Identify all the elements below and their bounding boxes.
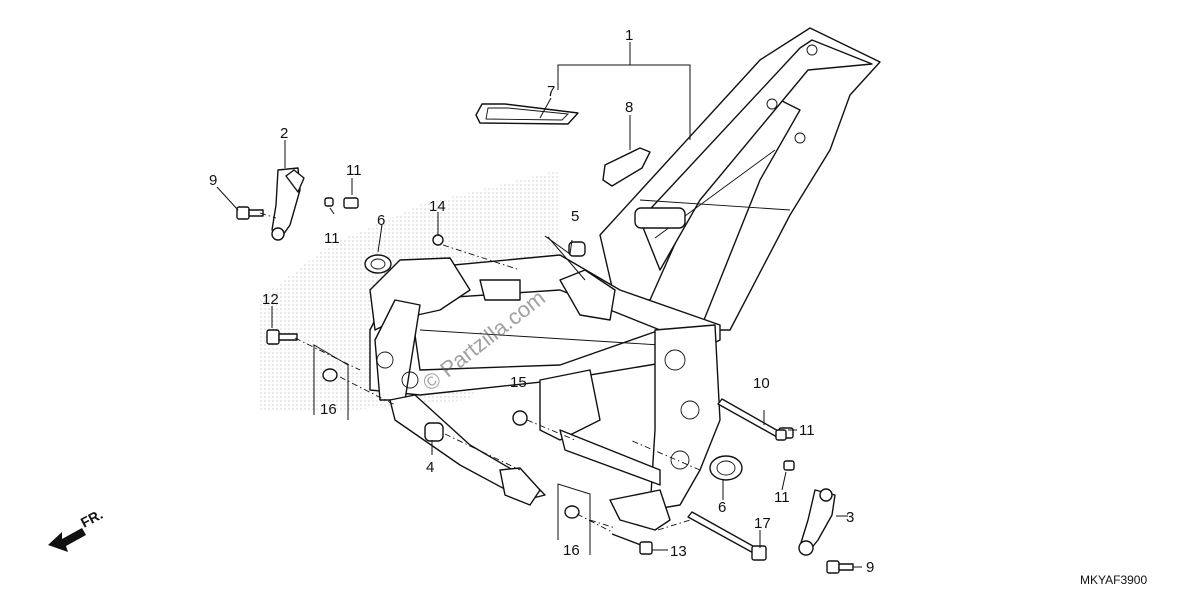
callout-11-a: 11: [346, 162, 362, 179]
bolt-part-9-right[interactable]: [826, 560, 854, 574]
bolt-part-12[interactable]: [266, 329, 298, 345]
bolt-part-10[interactable]: [717, 398, 787, 441]
callout-7: 7: [547, 83, 555, 100]
callout-14: 14: [429, 198, 446, 215]
callout-10: 10: [753, 375, 770, 392]
callout-16-right: 16: [563, 542, 580, 559]
diagram-code: MKYAF3900: [1080, 573, 1147, 587]
callout-16-left: 16: [320, 401, 337, 418]
bolt-part-11-b[interactable]: [324, 197, 334, 207]
front-direction-indicator: FR.: [48, 506, 105, 552]
callout-17: 17: [754, 515, 771, 532]
nut-part-14[interactable]: [432, 234, 444, 246]
callout-labels: 1 2 3 4 5 6 6 7 8 9 9 10 11 11 11 11 12 …: [209, 27, 874, 576]
bushing-part-6-lower[interactable]: [709, 455, 743, 481]
callout-11-b: 11: [324, 230, 340, 247]
callout-3: 3: [846, 509, 854, 526]
cover-part-8[interactable]: [602, 147, 651, 187]
nut-part-15[interactable]: [512, 410, 528, 426]
washer-part-16-right[interactable]: [564, 505, 580, 519]
collar-part-4[interactable]: [424, 422, 444, 442]
frame-body[interactable]: [369, 27, 881, 531]
washer-part-16-left[interactable]: [322, 368, 338, 382]
bushing-part-6-upper[interactable]: [364, 254, 392, 274]
cover-part-7[interactable]: [475, 103, 579, 125]
front-direction-label: FR.: [78, 506, 105, 531]
bolt-part-9-left[interactable]: [236, 206, 264, 220]
bracket-part-3[interactable]: [798, 488, 836, 556]
callout-6-lower: 6: [718, 499, 726, 516]
bolt-part-17[interactable]: [687, 511, 767, 561]
callout-8: 8: [625, 99, 633, 116]
bracket-part-2[interactable]: [271, 167, 305, 241]
collar-part-5[interactable]: [568, 241, 586, 257]
front-arrow-icon: [48, 528, 86, 552]
callout-5: 5: [571, 208, 579, 225]
callout-1: 1: [625, 27, 633, 44]
callout-11-c: 11: [799, 422, 815, 439]
callout-4: 4: [426, 459, 434, 476]
bolt-part-11-a[interactable]: [343, 197, 359, 209]
callout-9-left: 9: [209, 172, 217, 189]
bolt-part-11-d[interactable]: [783, 460, 795, 471]
callout-15: 15: [510, 374, 527, 391]
bolt-part-13[interactable]: [611, 533, 653, 555]
callout-2: 2: [280, 125, 288, 142]
callout-11-d: 11: [774, 489, 790, 506]
callout-6-upper: 6: [377, 212, 385, 229]
callout-13: 13: [670, 543, 687, 560]
callout-9-right: 9: [866, 559, 874, 576]
callout-12: 12: [262, 291, 279, 308]
leader-lines: [216, 42, 862, 568]
